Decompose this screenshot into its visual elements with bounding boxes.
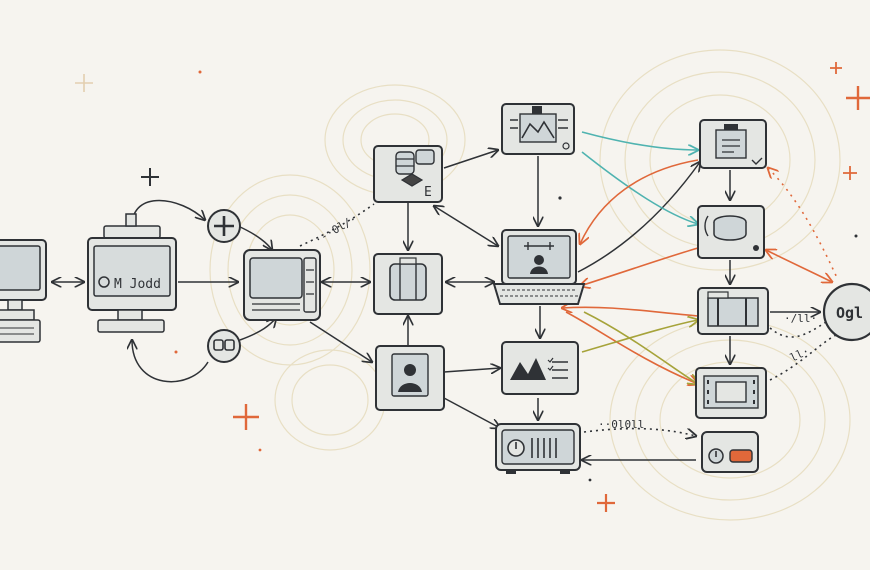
database-icon (395, 149, 435, 187)
workstation-label: M Jodd (114, 277, 161, 292)
output-label: Ogl (836, 304, 863, 322)
sparkle (846, 86, 870, 110)
plus-icon (214, 216, 234, 236)
code-film-output: ll· (788, 344, 812, 364)
colored-links (562, 131, 839, 384)
edge-laptop-document (577, 162, 700, 273)
code-folder-output: ·/ll· (784, 312, 817, 325)
sparkle (141, 168, 159, 186)
drive-icon (708, 448, 753, 464)
plus-badge-node[interactable] (207, 209, 241, 243)
media-player-node[interactable] (495, 423, 581, 474)
edge-plus-router (237, 225, 272, 250)
dot (558, 196, 562, 200)
folder-panel-node[interactable] (697, 287, 769, 335)
dot (588, 478, 592, 482)
film-panel-node[interactable] (695, 367, 767, 419)
orange-document-laptop (580, 159, 699, 244)
user-card-node[interactable] (375, 345, 445, 411)
router-node[interactable] (243, 249, 321, 321)
edge-router-user (309, 321, 372, 362)
chart-panel-node[interactable] (501, 103, 575, 155)
orange-disk-output (766, 250, 832, 282)
disk-icon (704, 215, 747, 241)
dot (854, 234, 858, 238)
edge-database-chart (443, 150, 498, 169)
film-icon (703, 375, 759, 409)
user-icon (398, 364, 422, 392)
orange-laptop-disk (580, 247, 699, 286)
orange-folder-laptop (562, 307, 699, 317)
sparkle (843, 166, 857, 180)
image-list-node[interactable] (501, 341, 579, 395)
edge-workstation-plus (131, 199, 205, 227)
olive-laptop-film (583, 311, 698, 384)
workstation-node[interactable]: M Jodd (87, 213, 177, 333)
dot (174, 350, 178, 354)
dotted-film-output (769, 334, 837, 381)
edge-workstation-link (132, 340, 209, 383)
document-panel-node[interactable] (699, 119, 767, 169)
sparkles (75, 62, 870, 512)
orange-film-laptop (565, 311, 698, 384)
chart-icon (510, 106, 568, 143)
teal-chart-disk (581, 151, 698, 224)
image-icon (510, 357, 568, 380)
folder-icon (707, 291, 759, 327)
laptop-icon (524, 242, 554, 274)
code-player-drive: ··0l0ll (598, 418, 644, 431)
storage-box-node[interactable] (373, 253, 443, 315)
monitor-left-node[interactable] (0, 239, 47, 343)
sparkle (830, 62, 842, 74)
olive-image-folder (581, 320, 698, 353)
player-icon (507, 438, 557, 458)
sparkle (233, 404, 259, 430)
sparkle (75, 74, 93, 92)
link-icon (213, 339, 235, 351)
document-icon (715, 124, 747, 159)
dot (198, 70, 202, 74)
dot (258, 448, 262, 452)
teal-chart-document (581, 131, 698, 150)
sparkle (597, 494, 615, 512)
dotted-links (299, 203, 837, 436)
laptop-node[interactable] (492, 229, 586, 305)
dotted-folder-output (769, 321, 827, 338)
output-node[interactable]: Ogl (822, 282, 870, 342)
edge-user-image (443, 368, 500, 372)
orange-dotted-document-output (768, 168, 839, 281)
storage-icon (389, 257, 427, 301)
database-label: E (424, 185, 432, 200)
disk-panel-node[interactable] (697, 205, 765, 259)
edge-database-laptop (434, 206, 498, 246)
database-panel-node[interactable]: E (373, 145, 443, 203)
drive-panel-node[interactable] (701, 431, 759, 473)
edge-user-player (443, 397, 500, 428)
link-badge-node[interactable] (207, 329, 241, 363)
